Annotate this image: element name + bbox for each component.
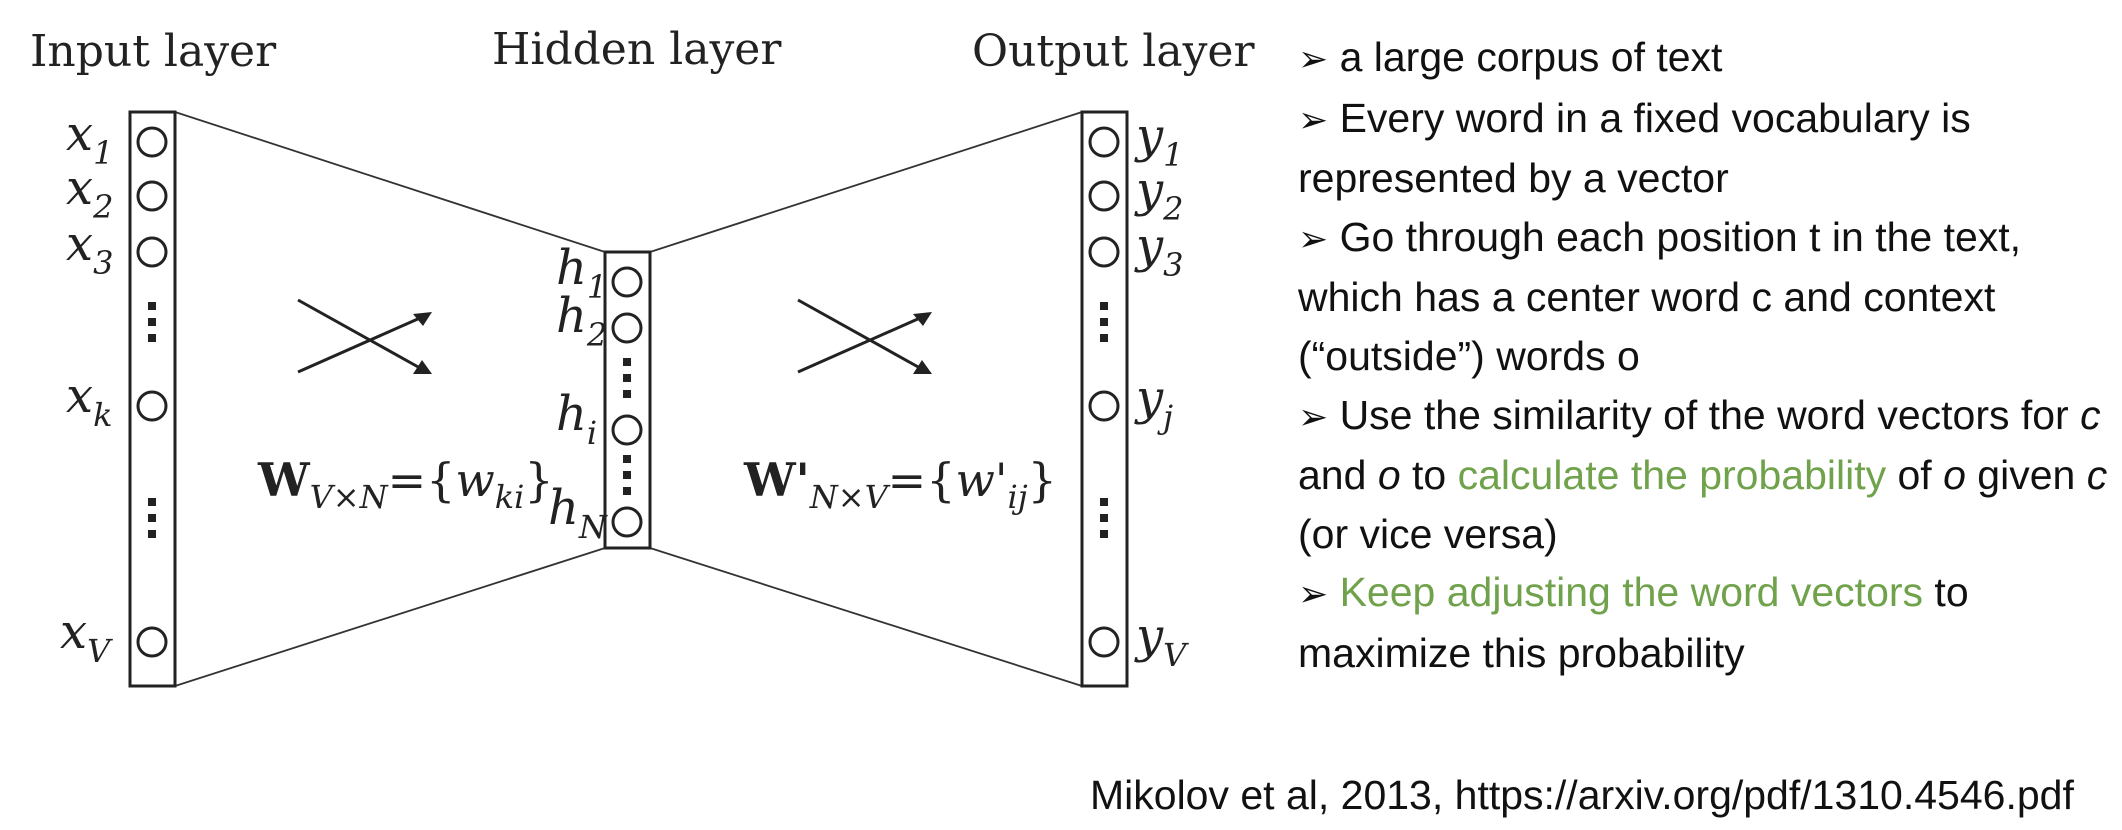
bullet-text: of: [1886, 452, 1944, 499]
hidden-label-h2: h2: [556, 288, 607, 354]
input-node: [136, 236, 168, 268]
var-o: o: [1943, 452, 1966, 499]
cross-arrows-left-icon: [297, 298, 432, 374]
hidden-label-hn: hN: [548, 480, 608, 546]
bullet-item: ➢ Use the similarity of the word vectors…: [1298, 386, 2108, 564]
input-layer-title: Input layer: [30, 26, 277, 77]
bullet-item: ➢ Keep adjusting the word vectors to max…: [1298, 563, 2108, 682]
bullet-text: and: [1298, 452, 1378, 499]
input-label-xv: xV: [60, 604, 113, 670]
edge-input-top: [174, 111, 606, 253]
bullet-list: ➢ a large corpus of text ➢ Every word in…: [1298, 28, 2108, 683]
highlight-text: calculate the probability: [1457, 452, 1887, 499]
bullet-marker-icon: ➢: [1298, 38, 1329, 79]
var-c: c: [2080, 391, 2101, 438]
input-label-x1: x1: [66, 106, 113, 172]
var-o: o: [1377, 452, 1401, 499]
bullet-text: to: [1400, 452, 1458, 499]
output-nodes: [1088, 126, 1120, 658]
bullet-marker-icon: ➢: [1298, 395, 1329, 437]
bullet-marker-icon: ➢: [1298, 98, 1329, 140]
hidden-layer-title: Hidden layer: [492, 24, 782, 75]
input-label-xk: xk: [66, 368, 112, 434]
hidden-nodes: [611, 266, 643, 538]
edge-output-top: [649, 111, 1083, 253]
weight-matrix-input-label: WV×N={wki}: [257, 453, 554, 516]
bullet-text: Use the similarity of the word vectors f…: [1339, 391, 2081, 438]
var-c: c: [2086, 452, 2108, 499]
input-nodes: [136, 126, 168, 658]
output-node: [1088, 626, 1120, 658]
hidden-label-h1: h1: [556, 240, 607, 306]
hidden-node: [611, 506, 643, 538]
hidden-node: [611, 414, 643, 446]
output-layer-title: Output layer: [972, 26, 1255, 77]
output-node: [1088, 126, 1120, 158]
input-node: [136, 390, 168, 422]
output-layer-box: [1080, 110, 1129, 688]
output-ellipsis: [1100, 302, 1108, 538]
output-label-yj: yj: [1134, 370, 1173, 436]
bullet-text: (or vice versa): [1298, 510, 1558, 557]
highlight-text: Keep adjusting the word vectors: [1339, 569, 1924, 616]
input-label-x2: x2: [66, 160, 113, 226]
edge-input-bottom: [174, 547, 606, 687]
input-node: [136, 626, 168, 658]
bullet-text: given: [1965, 452, 2087, 499]
citation-text: Mikolov et al, 2013, https://arxiv.org/p…: [1090, 772, 2074, 818]
output-label-y1: y1: [1134, 108, 1183, 174]
output-node: [1088, 236, 1120, 268]
bullet-item: ➢ Every word in a fixed vocabulary is re…: [1298, 89, 2108, 208]
bullet-item: ➢ Go through each position t in the text…: [1298, 208, 2108, 386]
hidden-layer-box: [603, 250, 652, 550]
bullet-text: Go through each position t in the text, …: [1298, 213, 2022, 379]
input-node: [136, 126, 168, 158]
hidden-node: [611, 266, 643, 298]
hidden-label-hi: hi: [556, 386, 597, 452]
output-label-y3: y3: [1134, 218, 1183, 284]
bullet-item: ➢ a large corpus of text: [1298, 28, 2108, 89]
output-node: [1088, 390, 1120, 422]
bullet-marker-icon: ➢: [1298, 217, 1329, 259]
bullet-text: Every word in a fixed vocabulary is repr…: [1298, 94, 1971, 202]
bullet-text: to maximize this probability: [1298, 569, 1969, 676]
word2vec-network-diagram: Input layer Hidden layer Output layer x1…: [30, 24, 1255, 688]
input-ellipsis: [148, 302, 156, 538]
input-layer-box: [128, 110, 177, 688]
output-node: [1088, 180, 1120, 212]
input-node: [136, 180, 168, 212]
hidden-ellipsis: [623, 358, 631, 495]
input-label-x3: x3: [66, 216, 113, 282]
output-label-yv: yV: [1134, 608, 1189, 674]
cross-arrows-right-icon: [797, 298, 932, 374]
bullet-marker-icon: ➢: [1298, 573, 1329, 615]
output-label-y2: y2: [1134, 162, 1183, 228]
weight-matrix-output-label: W'N×V={w'ij}: [743, 453, 1057, 516]
bullet-text: a large corpus of text: [1339, 34, 1723, 80]
hidden-node: [611, 312, 643, 344]
edge-output-bottom: [649, 547, 1083, 687]
